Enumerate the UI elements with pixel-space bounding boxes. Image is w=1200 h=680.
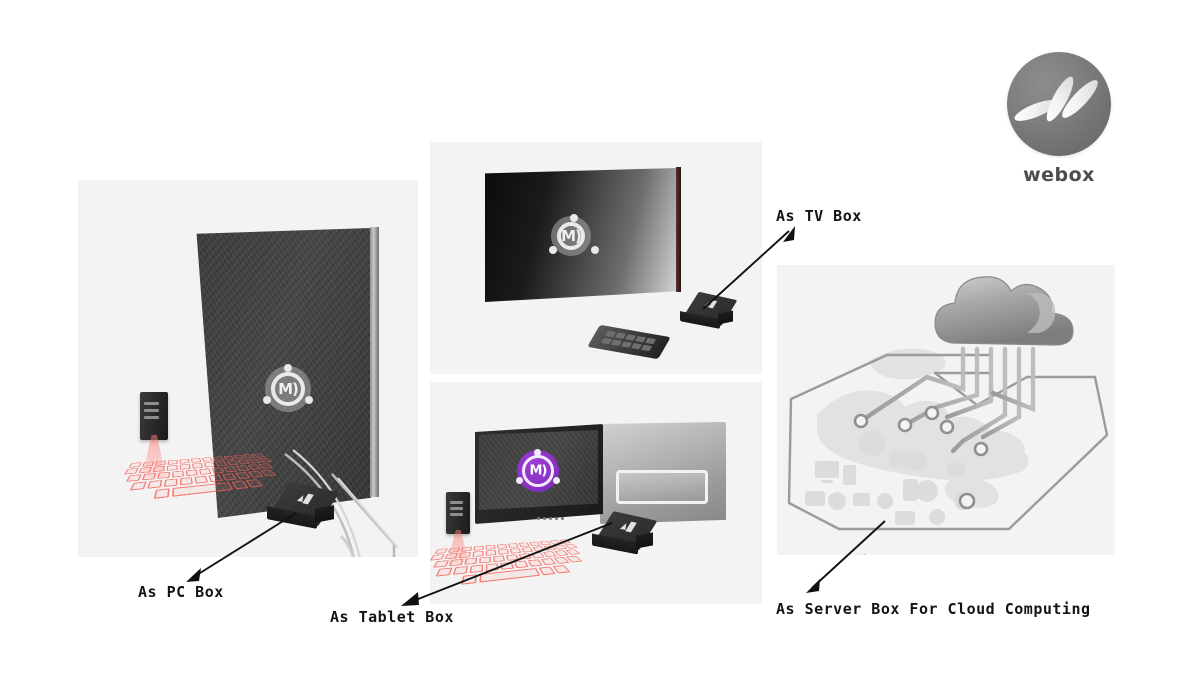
laser-projector bbox=[446, 492, 470, 534]
set-top-box-tablet[interactable]: ▲ █ bbox=[590, 511, 658, 556]
curved-monitor: M) bbox=[193, 226, 379, 518]
cloud-connectors bbox=[858, 346, 1036, 454]
caption-cloud-box: As Server Box For Cloud Computing bbox=[776, 600, 1091, 618]
tablet-kickstand bbox=[616, 470, 708, 504]
panel-cloud-server-box[interactable]: ▲ █ ▲ █ ▲ █ ▲ █ ▲ █ bbox=[777, 265, 1115, 555]
webox-purple-badge-icon: M) bbox=[516, 449, 560, 492]
caption-pc-box: As PC Box bbox=[138, 583, 224, 601]
webox-leaves-logo-icon bbox=[1007, 52, 1111, 156]
flat-tv: M) bbox=[485, 166, 681, 302]
cloud-network-diagram bbox=[787, 276, 1109, 531]
badge-glyph: M) bbox=[529, 463, 548, 479]
monitor-rear-stand bbox=[331, 473, 399, 557]
badge-glyph: M) bbox=[561, 227, 582, 245]
set-top-box-pc[interactable]: ▲ █ bbox=[264, 481, 340, 531]
panel-tablet-box[interactable]: M) ▲ █ bbox=[430, 382, 762, 604]
caption-tv-box: As TV Box bbox=[776, 207, 862, 225]
tablet-indicator-lights bbox=[537, 517, 564, 520]
caption-tablet-box: As Tablet Box bbox=[330, 608, 454, 626]
brand-logo: webox bbox=[1003, 52, 1115, 192]
tv-side-edge bbox=[676, 166, 681, 292]
webox-screen-badge-icon: M) bbox=[549, 214, 599, 256]
badge-glyph: M) bbox=[278, 380, 299, 398]
network-nodes bbox=[853, 405, 989, 510]
brand-wordmark: webox bbox=[1023, 164, 1095, 186]
webox-screen-badge-icon: M) bbox=[263, 364, 313, 412]
tablet-front: M) bbox=[475, 424, 603, 524]
laser-projector bbox=[140, 392, 168, 440]
monitor-stand bbox=[284, 449, 361, 557]
panel-tv-box[interactable]: M) ▲ █ bbox=[430, 142, 762, 374]
panel-pc-box[interactable]: M) bbox=[78, 180, 418, 557]
cloud-icon bbox=[934, 276, 1074, 346]
tablet-rear-with-kickstand bbox=[600, 422, 726, 524]
set-top-box-tv[interactable]: ▲ █ bbox=[678, 291, 738, 332]
tv-remote[interactable] bbox=[587, 324, 671, 360]
